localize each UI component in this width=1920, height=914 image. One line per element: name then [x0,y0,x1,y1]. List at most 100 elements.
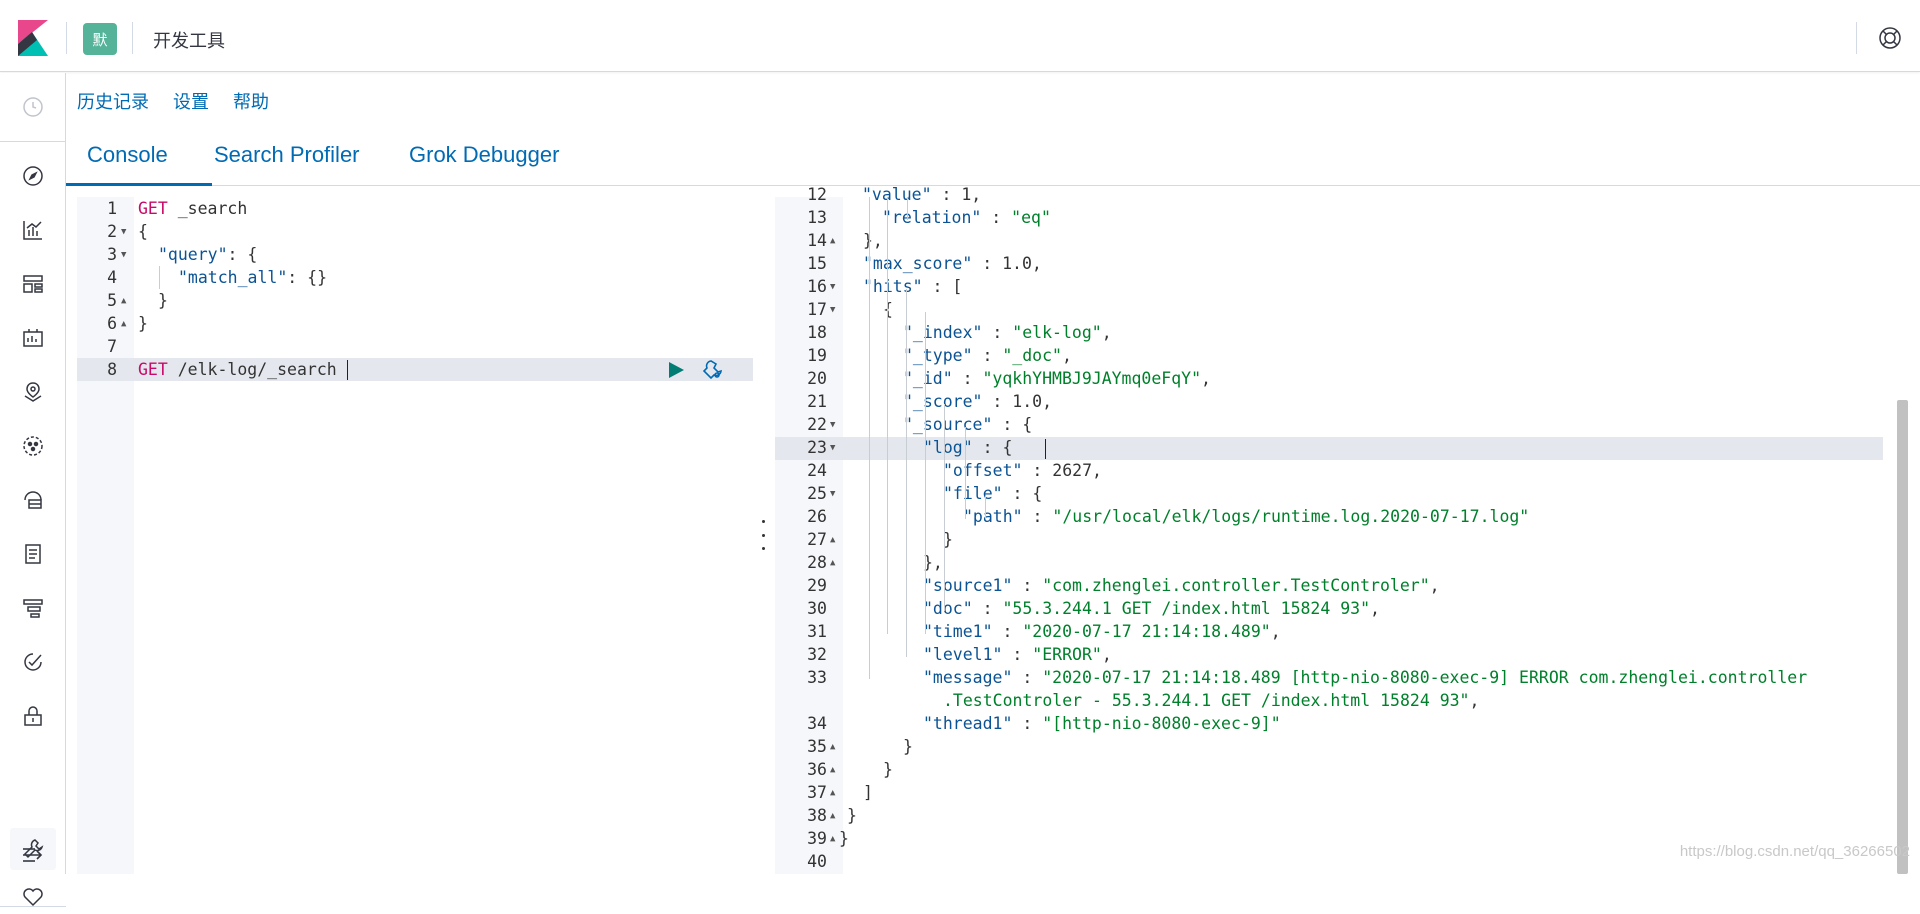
code-line: "log" : { [923,438,1013,457]
space-avatar[interactable]: 默 [83,23,117,55]
fold-toggle-icon[interactable]: ▼ [830,489,836,499]
fold-toggle-icon[interactable]: ▲ [830,558,836,568]
line-number: 27 [807,530,827,549]
code-line: "_score" : 1.0, [903,392,1053,411]
canvas-icon[interactable] [21,326,45,350]
visualize-chart-icon[interactable] [21,218,45,242]
uptime-icon[interactable] [21,650,45,674]
code-line: "relation" : "eq" [882,208,1051,227]
indent-guide [925,312,926,634]
code-line: ] [863,783,873,802]
history-link[interactable]: 历史记录 [77,92,149,113]
recent-clock-icon[interactable] [21,95,45,119]
page-title: 开发工具 [153,31,225,52]
line-number: 20 [807,369,827,388]
line-number: 22 [807,415,827,434]
fold-toggle-icon[interactable]: ▼ [830,420,836,430]
code-line: "_source" : { [903,415,1033,434]
siem-lock-icon[interactable] [21,704,45,728]
line-number: 12 [807,185,827,204]
fold-toggle-icon[interactable]: ▼ [121,227,127,237]
code-line: }, [923,553,943,572]
request-editor[interactable]: 1 2▼ 3▼ 4 5▲ 6▲ 7 8 GET _search { "query… [77,197,753,874]
code-line: .TestControler - 55.3.244.1 GET /index.h… [943,691,1480,710]
logs-icon[interactable] [21,542,45,566]
fold-toggle-icon[interactable]: ▼ [121,250,127,260]
indent-guide [907,197,908,220]
line-number: 33 [807,668,827,687]
code-line: "level1" : "ERROR", [923,645,1112,664]
dashboard-icon[interactable] [21,272,45,296]
code-line: } [903,737,913,756]
tab-search-profiler[interactable]: Search Profiler [214,142,360,167]
fold-toggle-icon[interactable]: ▲ [121,319,127,329]
discover-compass-icon[interactable] [21,164,45,188]
devtools-tabs: Console Search Profiler Grok Debugger [66,132,1920,186]
fold-toggle-icon[interactable]: ▼ [830,443,836,453]
line-number: 19 [807,346,827,365]
code-line: "doc" : "55.3.244.1 GET /index.html 1582… [923,599,1380,618]
line-number: 16 [807,277,827,296]
line-number: 4 [107,268,117,287]
active-line-highlight [775,437,1883,460]
indent-guide [869,197,870,679]
response-editor[interactable]: 12"value" : 1,13"relation" : "eq"14▲},15… [775,185,1909,874]
tab-console[interactable]: Console [87,142,168,167]
fold-toggle-icon[interactable]: ▲ [830,765,836,775]
line-number: 15 [807,254,827,273]
infrastructure-icon[interactable] [21,488,45,512]
apm-icon[interactable] [21,596,45,620]
indent-guide [985,496,986,519]
kibana-logo-icon[interactable] [18,20,48,56]
code-line: "offset" : 2627, [943,461,1102,480]
help-link[interactable]: 帮助 [233,92,269,113]
code-line: "message" : "2020-07-17 21:14:18.489 [ht… [923,668,1808,687]
code-line: GET _search [138,199,248,218]
nav-divider [0,141,66,142]
line-number: 18 [807,323,827,342]
fold-toggle-icon[interactable]: ▼ [830,305,836,315]
response-scrollbar[interactable] [1897,400,1908,874]
line-number: 28 [807,553,827,572]
fold-toggle-icon[interactable]: ▲ [830,788,836,798]
line-number: 31 [807,622,827,641]
tab-grok-debugger[interactable]: Grok Debugger [409,142,560,167]
code-line: "_id" : "yqkhYHMBJ9JAYmq0eFqY", [903,369,1211,388]
fold-toggle-icon[interactable]: ▲ [830,834,836,844]
line-number: 8 [107,360,117,379]
fold-toggle-icon[interactable]: ▲ [830,742,836,752]
maps-icon[interactable] [21,380,45,404]
indent-guide [887,197,888,634]
watermark-text: https://blog.csdn.net/qq_36266502 [1679,843,1910,860]
monitoring-heart-icon[interactable] [21,885,45,907]
send-request-play-icon[interactable] [666,360,686,380]
editor-resizer-handle[interactable] [759,520,767,550]
response-gutter [775,197,843,874]
line-number: 2 [107,222,117,241]
fold-toggle-icon[interactable]: ▲ [830,811,836,821]
fold-toggle-icon[interactable]: ▲ [830,236,836,246]
collapse-menu-icon[interactable] [21,846,45,864]
code-line: "max_score" : 1.0, [863,254,1042,273]
ml-icon[interactable] [21,434,45,458]
settings-link[interactable]: 设置 [173,92,209,113]
line-number: 13 [807,208,827,227]
request-gutter [77,197,134,874]
code-line: "value" : 1, [862,185,982,204]
nav-divider [0,906,66,907]
dev-tools-wrench-icon[interactable] [21,837,45,861]
line-number: 21 [807,392,827,411]
code-line: } [943,530,953,549]
help-lifebuoy-icon[interactable] [1878,26,1902,50]
line-number: 37 [807,783,827,802]
text-cursor [347,360,348,380]
line-number: 40 [807,852,827,871]
fold-toggle-icon[interactable]: ▼ [830,282,836,292]
request-actions-wrench-icon[interactable] [701,357,725,381]
fold-toggle-icon[interactable]: ▲ [121,296,127,306]
text-cursor [1045,439,1046,459]
fold-toggle-icon[interactable]: ▲ [830,535,836,545]
line-number: 1 [107,199,117,218]
line-number: 7 [107,337,117,356]
header-divider [1856,22,1857,54]
